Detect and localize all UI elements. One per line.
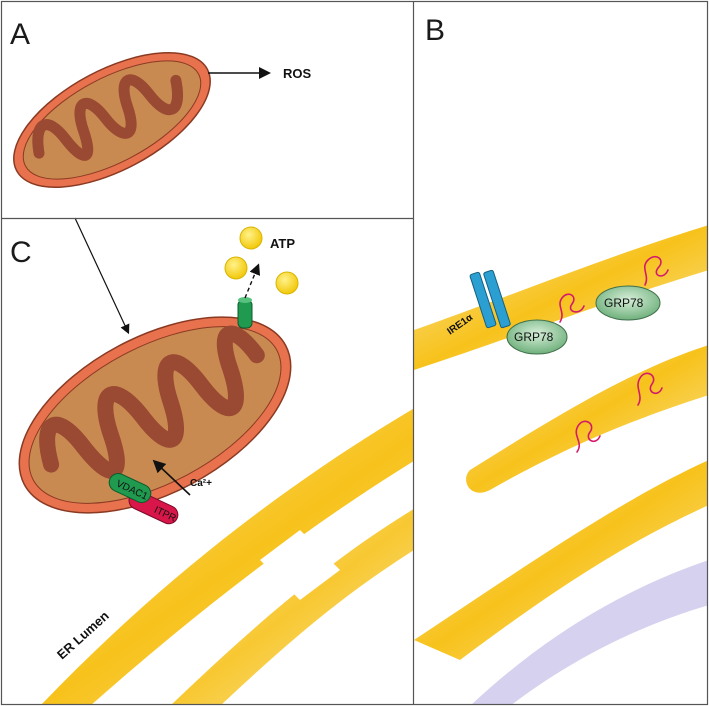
er-band-top (414, 225, 707, 370)
vdac-channel (108, 473, 152, 503)
er-gap (260, 530, 340, 600)
unfolded-protein-3 (575, 420, 601, 453)
er-band-inner (172, 509, 413, 704)
ros-label: ROS (283, 66, 312, 81)
mito-cristae (32, 74, 183, 161)
unfolded-proteins (559, 255, 669, 453)
atp-export-arrow (244, 263, 261, 299)
atp-molecule-1 (239, 226, 263, 250)
atp-channel (237, 297, 253, 329)
ire1-receptor (469, 269, 511, 329)
unfolded-protein-2 (644, 255, 669, 286)
atp-molecule-2 (224, 256, 248, 280)
grp78-free-label: GRP78 (604, 296, 644, 310)
a-to-c-arrow (74, 217, 130, 335)
panel-label-b: B (425, 14, 445, 47)
er-membrane-c (41, 408, 413, 704)
grp78-bound-label: GRP78 (514, 330, 554, 344)
er-band-lower (414, 460, 707, 660)
panel-label-a: A (10, 18, 30, 51)
atp-molecule-3 (275, 271, 299, 295)
panel-label-c: C (10, 236, 32, 269)
er-band-middle (466, 345, 707, 493)
er-band-outer (41, 408, 413, 704)
unfolded-protein-4 (637, 372, 663, 406)
er-membrane-b (414, 225, 707, 704)
unfolded-protein-1 (559, 293, 585, 323)
grp78-free: GRP78 (595, 285, 661, 321)
nucleus-gap (512, 605, 707, 704)
mito-c-cristae (39, 325, 265, 479)
atp-label: ATP (270, 236, 295, 251)
calcium-label: Ca²+ (190, 478, 212, 489)
calcium-arrow (152, 459, 191, 496)
grp78-bound: GRP78 (506, 319, 568, 355)
mitochondrion-c (18, 316, 292, 514)
mitochondrion-a (13, 52, 211, 188)
